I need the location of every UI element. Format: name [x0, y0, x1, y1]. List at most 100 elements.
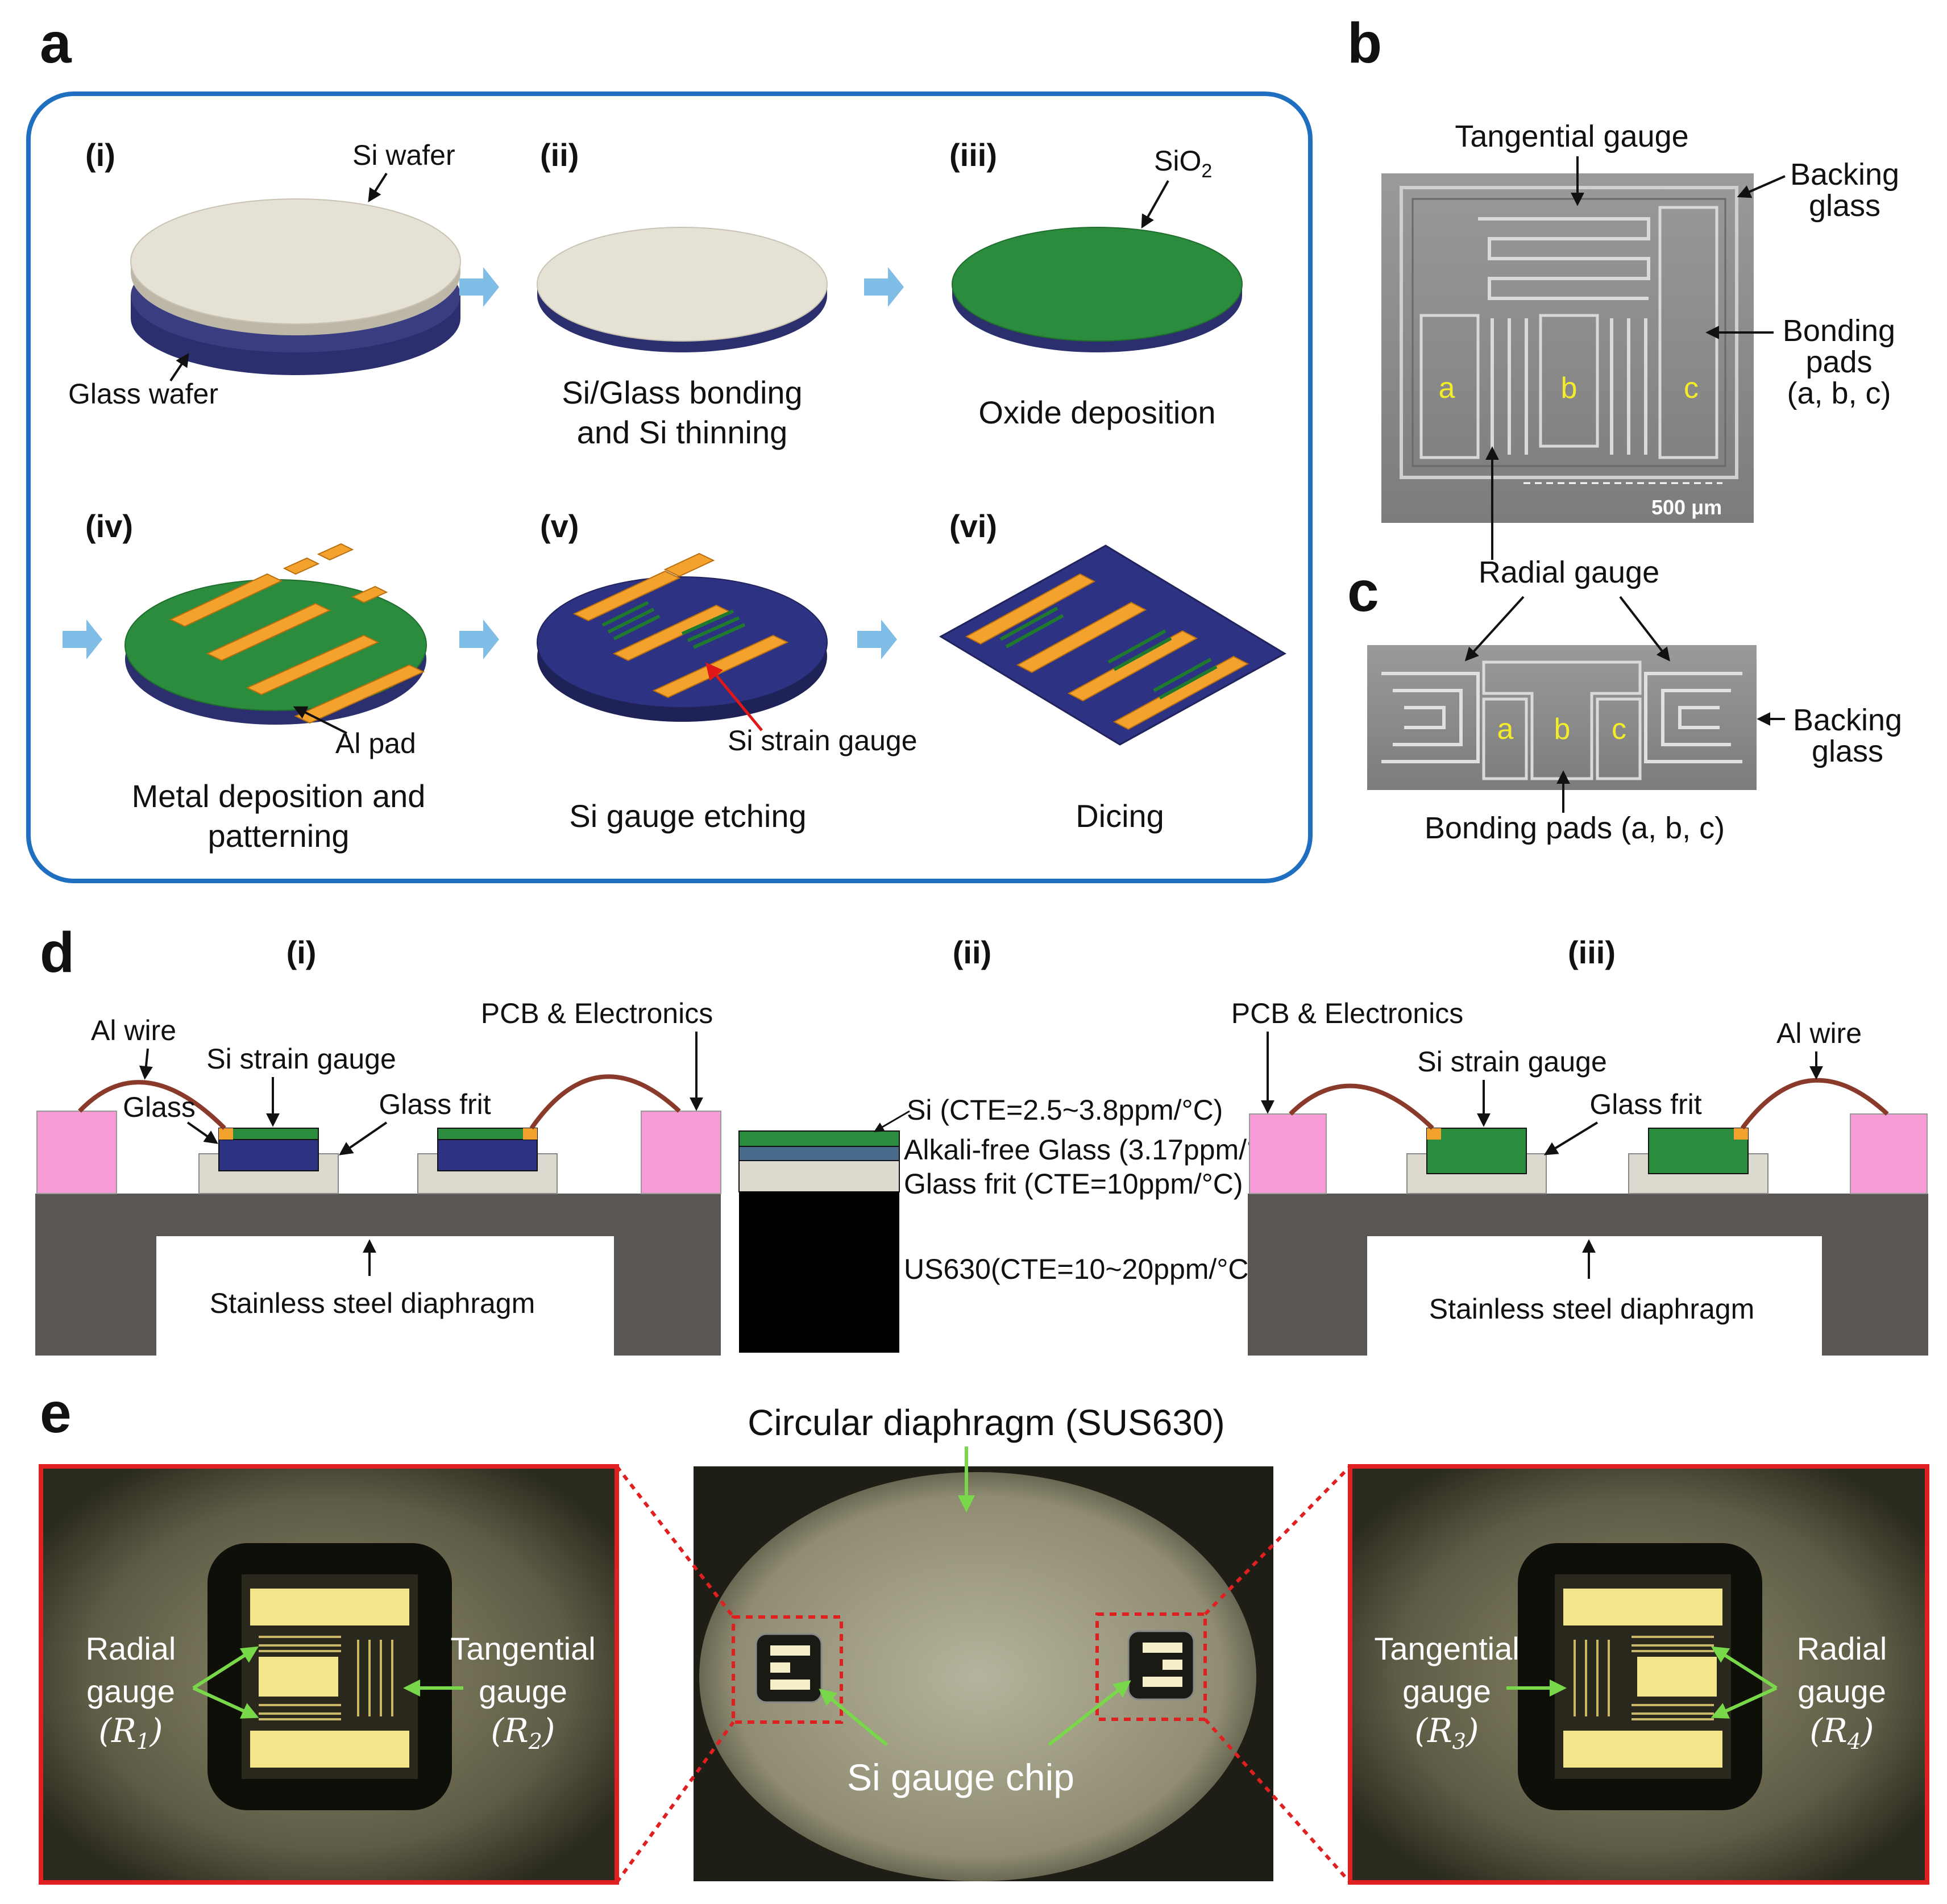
- pad-b-label-c: b: [1554, 713, 1571, 746]
- bonding-pads-label-b-1: Bonding: [1783, 314, 1895, 348]
- pcb-left-iii: [1249, 1114, 1326, 1194]
- si-strain-gauge-label-a: Si strain gauge: [728, 725, 918, 756]
- step-vi-label: (vi): [949, 508, 997, 544]
- pad-c-label-c: c: [1612, 713, 1626, 746]
- layer-us630: [739, 1192, 899, 1353]
- gauge-etched-wafer: [537, 554, 827, 722]
- panel-c-letter: c: [1347, 560, 1379, 623]
- panel-e: e Circular diaphragm (SUS630) Si gauge c…: [40, 1381, 1927, 1882]
- step-v-label: (v): [540, 508, 579, 544]
- step-i-label: (i): [85, 137, 115, 173]
- d-i-label: (i): [287, 934, 317, 970]
- left-tangential-r: (R2): [491, 1711, 555, 1754]
- flow-arrow: [857, 620, 897, 659]
- flow-arrow: [63, 620, 102, 659]
- right-radial-label-1: Radial: [1797, 1631, 1887, 1666]
- al-wire-label-iii: Al wire: [1776, 1017, 1862, 1049]
- chip-left-small: [756, 1634, 821, 1702]
- step-ii-caption-2: and Si thinning: [577, 414, 788, 450]
- diaphragm-title: Circular diaphragm (SUS630): [748, 1402, 1224, 1443]
- step-iv-label: (iv): [85, 508, 133, 544]
- panel-a-letter: a: [40, 11, 72, 75]
- pad-c-label-b: c: [1684, 372, 1699, 405]
- left-radial-r: (R1): [98, 1711, 163, 1754]
- chip-right-small: [1128, 1631, 1194, 1699]
- pcb-label-iii: PCB & Electronics: [1231, 997, 1463, 1029]
- right-chip: [1555, 1574, 1731, 1779]
- bonded-wafer: [537, 227, 827, 352]
- left-tangential-label-2: gauge: [479, 1673, 567, 1709]
- pcb-left-i: [37, 1111, 117, 1194]
- sio2-label: SiO2: [1154, 145, 1212, 182]
- left-tangential-label-1: Tangential: [450, 1631, 595, 1666]
- pad-a-label-b: a: [1439, 372, 1455, 405]
- glass-frit-label-iii: Glass frit: [1589, 1088, 1701, 1120]
- oxide-wafer: [952, 227, 1242, 352]
- pad-b-label-b: b: [1561, 372, 1577, 405]
- step-ii-label: (ii): [540, 137, 579, 173]
- panel-b: b a b c 500 μm Tangential gauge Backing …: [1347, 11, 1899, 589]
- diaphragm-label-i: Stainless steel diaphragm: [210, 1287, 535, 1319]
- layer-si: [739, 1131, 899, 1146]
- si-gauge-chip-label: Si gauge chip: [847, 1756, 1074, 1798]
- layer-stack: [739, 1131, 899, 1353]
- d-ii-label: (ii): [953, 934, 991, 970]
- panel-b-letter: b: [1347, 11, 1382, 75]
- panel-c: c a b c Backing glass Bonding pads (a, b…: [1347, 560, 1902, 845]
- flow-arrow: [864, 267, 904, 307]
- backing-glass-label-b-1: Backing: [1790, 157, 1899, 192]
- layer-si-label: Si (CTE=2.5~3.8ppm/°C): [907, 1094, 1223, 1126]
- left-radial-label-1: Radial: [86, 1631, 176, 1666]
- pcb-right-i: [641, 1111, 721, 1194]
- tangential-gauge-label-b: Tangential gauge: [1455, 119, 1688, 153]
- pad-a-label-c: a: [1497, 713, 1514, 746]
- diaphragm-label-iii: Stainless steel diaphragm: [1429, 1293, 1755, 1325]
- layer-glass-frit: [739, 1161, 899, 1192]
- sem-image-b: [1381, 173, 1754, 523]
- step-iv-caption-1: Metal deposition and: [132, 778, 426, 814]
- si-wafer-label: Si wafer: [352, 139, 455, 171]
- si-strain-gauge-label-i: Si strain gauge: [206, 1043, 396, 1075]
- al-wire-label-i: Al wire: [91, 1015, 176, 1046]
- metal-patterned-wafer: [125, 544, 426, 725]
- diced-die: [941, 546, 1285, 745]
- panel-d: d (i) (ii) (iii) Al wire PCB & Electroni…: [35, 921, 1928, 1356]
- right-tangential-label-1: Tangential: [1374, 1631, 1519, 1666]
- layer-alkali-free-glass: [739, 1146, 899, 1161]
- pcb-label-i: PCB & Electronics: [481, 997, 713, 1029]
- flow-arrow: [459, 267, 499, 307]
- panel-e-letter: e: [40, 1381, 72, 1445]
- scale-label: 500 μm: [1651, 496, 1722, 519]
- layer-frit-label: Glass frit (CTE=10ppm/°C): [904, 1168, 1243, 1200]
- left-radial-label-2: gauge: [86, 1673, 175, 1709]
- radial-gauge-label: Radial gauge: [1479, 555, 1659, 589]
- left-chip: [242, 1574, 418, 1779]
- pcb-right-iii: [1850, 1114, 1927, 1194]
- right-radial-label-2: gauge: [1797, 1673, 1886, 1709]
- step-ii-caption-1: Si/Glass bonding: [562, 375, 802, 410]
- panel-d-letter: d: [40, 921, 74, 984]
- bonding-pads-label-c: Bonding pads (a, b, c): [1425, 811, 1725, 845]
- glass-wafer-label: Glass wafer: [68, 378, 218, 410]
- flow-arrow: [459, 620, 499, 659]
- layer-alkali-label: Alkali-free Glass (3.17ppm/°C): [904, 1134, 1288, 1166]
- wafer-stack: [131, 199, 460, 375]
- al-pad-label: Al pad: [335, 727, 416, 759]
- step-vi-caption: Dicing: [1076, 798, 1164, 834]
- stainless-diaphragm-i: [35, 1194, 721, 1356]
- right-radial-r: (R4): [1809, 1711, 1874, 1754]
- panel-a: a (i) (ii) (iii) (iv) (v) (vi) Si wafer …: [28, 11, 1310, 881]
- layer-us630-label: US630(CTE=10~20ppm/°C): [904, 1253, 1258, 1285]
- step-iii-caption: Oxide deposition: [978, 394, 1215, 430]
- bonding-pads-label-b-2: pads: [1805, 345, 1872, 379]
- glass-label-i: Glass: [123, 1091, 196, 1123]
- d-iii-label: (iii): [1568, 934, 1616, 970]
- step-iii-label: (iii): [949, 137, 997, 173]
- glass-frit-label-i: Glass frit: [379, 1088, 491, 1120]
- backing-glass-label-c-2: glass: [1812, 734, 1883, 768]
- si-strain-gauge-label-iii: Si strain gauge: [1417, 1046, 1607, 1078]
- backing-glass-label-b-2: glass: [1809, 189, 1880, 223]
- backing-glass-label-c-1: Backing: [1793, 703, 1902, 737]
- right-tangential-label-2: gauge: [1402, 1673, 1491, 1709]
